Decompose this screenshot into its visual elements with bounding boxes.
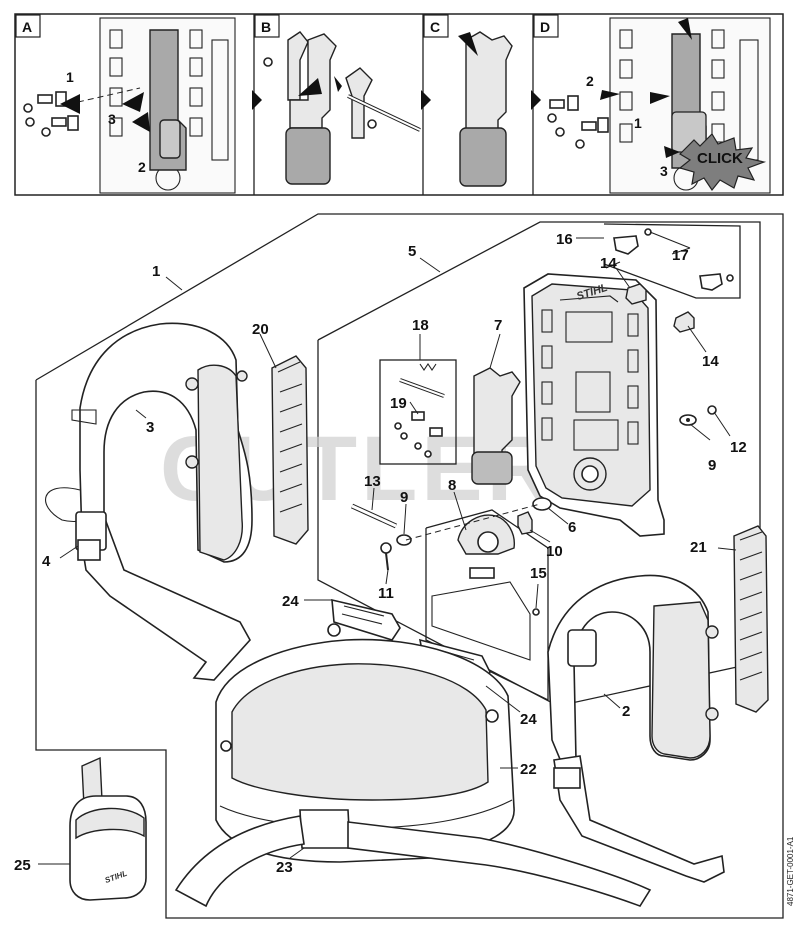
pouch-25: STIHL (69, 756, 147, 901)
panel-a-callout-1: 1 (66, 69, 74, 85)
part-label-22: 22 (520, 761, 537, 778)
part-label-8: 8 (448, 477, 456, 494)
step-letter-b: B (261, 19, 271, 35)
part-label-13: 13 (364, 473, 381, 490)
part-label-16: 16 (556, 231, 573, 248)
hip-belt-22 (174, 623, 652, 908)
back-pad-21 (733, 525, 769, 713)
back-pad-20 (271, 355, 309, 545)
long-pin-13 (350, 503, 398, 529)
part-label-18: 18 (412, 317, 429, 334)
part-label-24b: 24 (520, 711, 537, 728)
click-burst (678, 133, 767, 192)
part-label-14b: 14 (702, 353, 719, 370)
part-label-24a: 24 (282, 593, 299, 610)
step-panel-c: C (421, 14, 513, 187)
buckle-inset-8 (425, 509, 549, 702)
hook-bracket-7 (471, 367, 521, 485)
rubber-buffers-14 (625, 283, 695, 333)
part-label-1: 1 (152, 263, 160, 280)
figure-code: 4871-GET-0001-A1 (786, 836, 795, 906)
part-label-6: 6 (568, 519, 576, 536)
left-shoulder-strap (45, 322, 253, 681)
part-label-15: 15 (530, 565, 547, 582)
part-label-10: 10 (546, 543, 563, 560)
step-letter-d: D (540, 19, 550, 35)
part-label-14a: 14 (600, 255, 617, 272)
part-label-12: 12 (730, 439, 747, 456)
part-label-21: 21 (690, 539, 707, 556)
panel-a-callout-3: 3 (108, 111, 116, 127)
backplate-5: STIHL (523, 273, 665, 537)
part-label-4: 4 (42, 553, 51, 570)
step-panels: A 1 3 2 (14, 13, 784, 196)
step-letter-a: A (22, 19, 32, 35)
part-labels: 1 5 16 17 14 14 18 7 19 20 3 4 9 12 8 13… (14, 231, 747, 876)
step-panel-d: D CLICK 2 (531, 14, 771, 194)
panel-a-callout-2: 2 (138, 159, 146, 175)
part-label-5: 5 (408, 243, 416, 260)
step-panel-b: B (252, 14, 421, 185)
part-label-23: 23 (276, 859, 293, 876)
panel-d-callout-1: 1 (634, 115, 642, 131)
part-label-9b: 9 (400, 489, 408, 506)
outer-frame (35, 213, 784, 919)
right-shoulder-strap (547, 574, 725, 883)
part-label-9a: 9 (708, 457, 716, 474)
part-label-20: 20 (252, 321, 269, 338)
washer-6 (532, 497, 552, 511)
panel-d-callout-2: 2 (586, 73, 594, 89)
washer-9-left (396, 534, 412, 546)
bracket-inset-16 (603, 223, 741, 299)
leader-lines (38, 237, 737, 865)
sleeve-10 (517, 511, 533, 535)
part-label-2: 2 (622, 703, 630, 720)
part-label-3: 3 (146, 419, 154, 436)
pin-inset-18 (379, 359, 457, 465)
part-label-17: 17 (672, 247, 689, 264)
step-letter-c: C (430, 19, 440, 35)
screw-11 (380, 542, 392, 571)
panel-d-callout-3: 3 (660, 163, 668, 179)
part-label-11: 11 (378, 585, 394, 602)
part-label-25: 25 (14, 857, 31, 874)
part-label-7: 7 (494, 317, 502, 334)
click-text: CLICK (697, 150, 743, 167)
step-panel-a: A 1 3 2 (15, 14, 236, 194)
part-label-19: 19 (390, 395, 407, 412)
